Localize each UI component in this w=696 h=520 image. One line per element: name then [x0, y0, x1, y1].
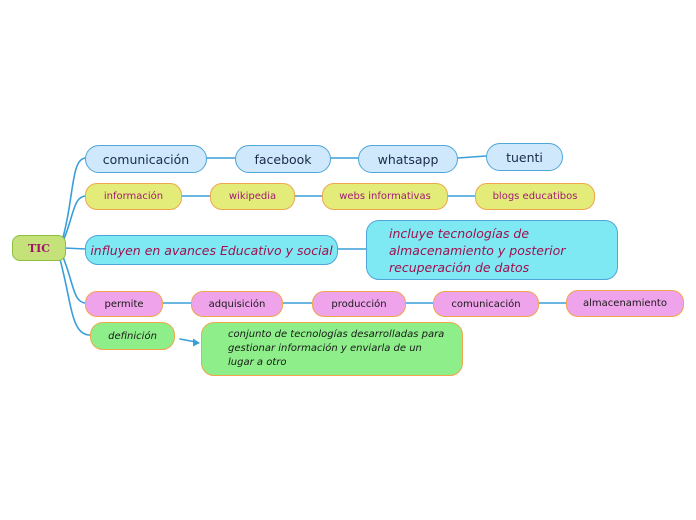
node-label: whatsapp	[377, 151, 439, 167]
node-definicion[interactable]: definición	[90, 322, 175, 350]
connector-root-influyen	[63, 247, 87, 250]
node-label: producción	[331, 298, 387, 310]
node-label: tuenti	[506, 149, 543, 165]
connector-whatsapp-tuenti	[457, 155, 487, 159]
node-label: permite	[104, 298, 144, 310]
node-permite[interactable]: permite	[85, 291, 163, 317]
root-node-tic[interactable]: TIC	[12, 235, 66, 261]
node-informacion[interactable]: información	[85, 183, 182, 210]
node-label: webs informativas	[339, 191, 431, 202]
root-label: TIC	[27, 241, 51, 255]
node-label: definición	[108, 330, 157, 342]
node-label: conjunto de tecnologías desarrolladas pa…	[228, 329, 445, 368]
node-conjunto-tecnologias[interactable]: conjunto de tecnologías desarrolladas pa…	[201, 322, 463, 376]
node-label: blogs educatibos	[492, 191, 578, 202]
node-label: influyen en avances Educativo y social	[90, 242, 333, 258]
node-facebook[interactable]: facebook	[235, 145, 331, 173]
node-label: información	[103, 191, 164, 202]
connector-root-definicion	[57, 251, 91, 336]
node-adquisicion[interactable]: adquisición	[191, 291, 283, 317]
node-influyen[interactable]: influyen en avances Educativo y social	[85, 235, 338, 265]
node-wikipedia[interactable]: wikipedia	[210, 183, 295, 210]
node-comunicacion-2[interactable]: comunicación	[433, 291, 539, 317]
node-tuenti[interactable]: tuenti	[486, 143, 563, 171]
node-label: incluye tecnologías de almacenamiento y …	[389, 225, 566, 275]
node-comunicacion[interactable]: comunicación	[85, 145, 207, 173]
node-label: almacenamiento	[583, 298, 667, 309]
node-label: adquisición	[208, 298, 266, 310]
node-label: facebook	[254, 151, 312, 167]
node-label: comunicación	[451, 298, 521, 310]
node-label: comunicación	[102, 151, 190, 167]
node-almacenamiento[interactable]: almacenamiento	[566, 290, 684, 317]
node-webs-informativas[interactable]: webs informativas	[322, 183, 448, 210]
node-produccion[interactable]: producción	[312, 291, 406, 317]
node-label: wikipedia	[228, 191, 277, 202]
connector-root-comunicacion	[59, 157, 87, 249]
node-whatsapp[interactable]: whatsapp	[358, 145, 458, 173]
node-blogs-educatibos[interactable]: blogs educatibos	[475, 183, 595, 210]
node-incluye-tecnologias[interactable]: incluye tecnologías de almacenamiento y …	[366, 220, 618, 280]
arrow-head	[193, 338, 200, 347]
